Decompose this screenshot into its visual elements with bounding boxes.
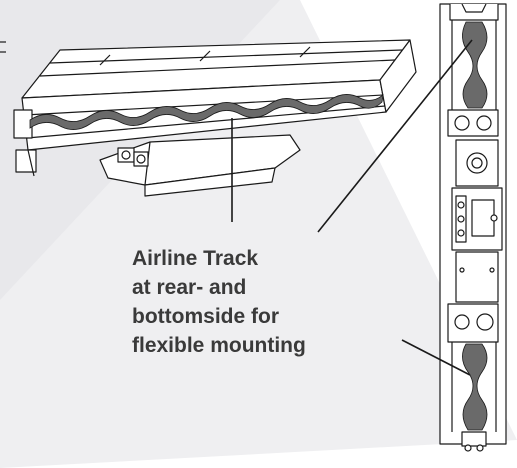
vertical-airline-track-bottom: [462, 343, 488, 431]
callout-line: bottomside for: [132, 305, 279, 328]
callout-line: at rear- and: [132, 276, 247, 299]
callout-line: Airline Track: [132, 247, 259, 270]
airline-track-callout: Airline Track at rear- and bottomside fo…: [132, 244, 306, 360]
horizontal-airline-track: [29, 94, 384, 130]
pointer-line-vertical-top: [317, 39, 473, 233]
callout-line: flexible mounting: [132, 334, 306, 357]
pointer-line-vertical-bottom: [401, 339, 471, 376]
